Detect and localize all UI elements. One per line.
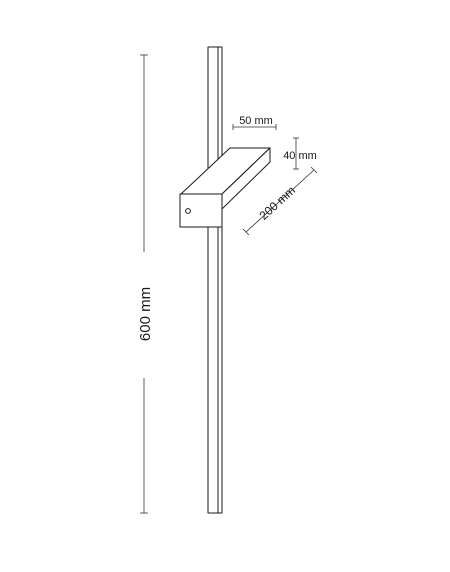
- thickness-label: 40 mm: [283, 150, 317, 162]
- light-bar: [207, 46, 223, 514]
- height-label: 600 mm: [137, 287, 154, 341]
- screw-icon: [185, 208, 191, 214]
- mounting-plate: [179, 193, 223, 228]
- width-label: 50 mm: [239, 115, 273, 127]
- width-dimension: 50 mm: [232, 115, 277, 130]
- wall-arm: [179, 147, 271, 228]
- depth-label: 200 mm: [257, 183, 299, 222]
- thickness-dimension: 40 mm: [283, 137, 317, 170]
- height-dimension: 600 mm: [137, 54, 154, 514]
